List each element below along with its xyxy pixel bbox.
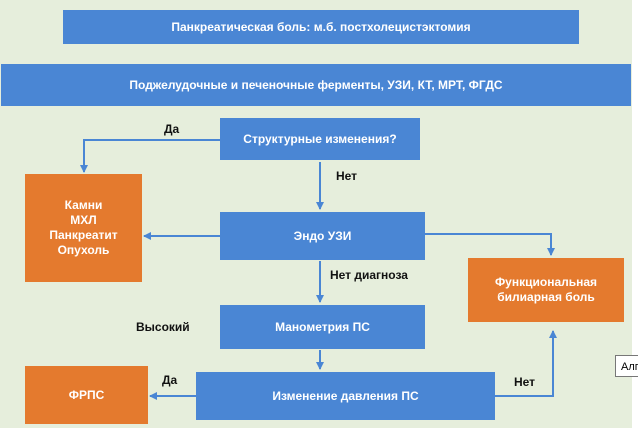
node-stones-line-2: МХЛ — [70, 213, 97, 227]
node-functional-line-2: билиарная боль — [497, 290, 595, 304]
node-structural-changes-text: Структурные изменения? — [243, 131, 397, 146]
node-structural-changes: Структурные изменения? — [220, 118, 420, 160]
tooltip-popup: Алг — [615, 355, 638, 377]
label-yes-structural: Да — [164, 122, 180, 136]
node-manometry-text: Манометрия ПС — [275, 319, 370, 334]
label-no-structural: Нет — [336, 169, 358, 183]
label-yes-pressure: Да — [162, 373, 178, 387]
arrow-pressure-no-to-functional — [495, 330, 557, 397]
node-manometry: Манометрия ПС — [220, 305, 425, 349]
node-pressure-change-text: Изменение давления ПС — [272, 388, 419, 403]
node-frps-text: ФРПС — [68, 387, 105, 402]
node-endo-us: Эндо УЗИ — [220, 212, 425, 260]
node-enzymes-imaging-text: Поджелудочные и печеночные ферменты, УЗИ… — [129, 77, 503, 92]
node-pancreatic-pain-text: Панкреатическая боль: м.б. постхолецистэ… — [171, 19, 471, 34]
node-endo-us-text: Эндо УЗИ — [293, 228, 352, 243]
node-pressure-change: Изменение давления ПС — [196, 372, 495, 420]
node-stones-line-1: Камни — [64, 198, 103, 212]
node-stones-tumor: Камни МХЛ Панкреатит Опухоль — [25, 174, 142, 282]
label-no-diagnosis: Нет диагноза — [330, 268, 408, 282]
label-high: Высокий — [136, 320, 190, 334]
node-functional-biliary-pain: Функциональная билиарная боль — [468, 258, 624, 322]
node-enzymes-imaging: Поджелудочные и печеночные ферменты, УЗИ… — [1, 64, 631, 106]
arrow-structural-yes-to-stones — [80, 139, 220, 173]
node-functional-line-1: Функциональная — [494, 275, 598, 289]
label-no-pressure: Нет — [514, 375, 536, 389]
arrow-endo-us-to-functional — [425, 233, 555, 256]
node-pancreatic-pain: Панкреатическая боль: м.б. постхолецистэ… — [63, 10, 579, 44]
node-stones-line-3: Панкреатит — [49, 228, 118, 242]
node-stones-line-4: Опухоль — [57, 243, 110, 257]
node-frps: ФРПС — [25, 366, 148, 424]
